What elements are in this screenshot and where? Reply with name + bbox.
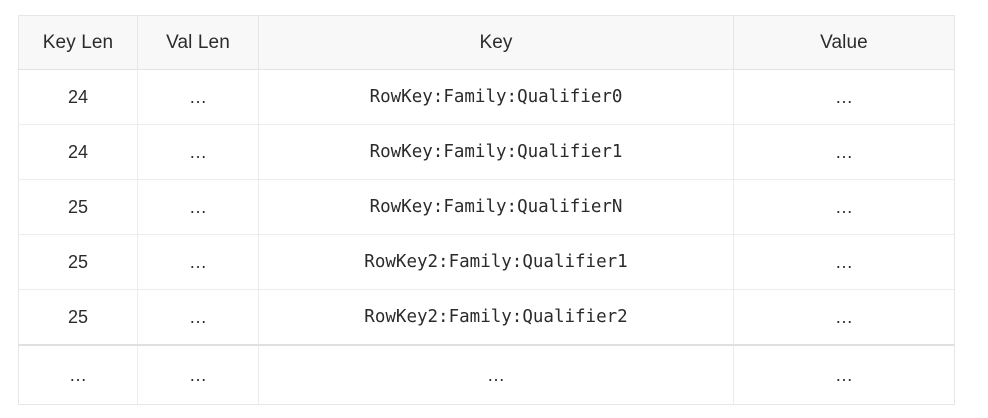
cell-key-len: … [18, 344, 138, 405]
table-row: 24 … RowKey:Family:Qualifier0 … [18, 69, 955, 125]
column-header-key: Key [258, 15, 734, 70]
cell-key-len: 25 [18, 234, 138, 290]
table-row-continuation: … … … … [18, 344, 955, 405]
cell-value: … [733, 69, 955, 125]
cell-key: RowKey2:Family:Qualifier2 [258, 289, 734, 346]
cell-val-len: … [137, 234, 259, 290]
cell-key-len: 25 [18, 289, 138, 346]
cell-key-len: 24 [18, 69, 138, 125]
cell-value: … [733, 179, 955, 235]
cell-val-len: … [137, 179, 259, 235]
column-header-val-len: Val Len [137, 15, 259, 70]
cell-key: … [258, 344, 734, 405]
cell-value: … [733, 234, 955, 290]
table-row: 25 … RowKey:Family:QualifierN … [18, 179, 955, 235]
cell-key: RowKey:Family:QualifierN [258, 179, 734, 235]
hfile-keyvalue-table: Key Len Val Len Key Value 24 … RowKey:Fa… [18, 15, 955, 405]
cell-key: RowKey2:Family:Qualifier1 [258, 234, 734, 290]
cell-val-len: … [137, 289, 259, 346]
column-header-value: Value [733, 15, 955, 70]
cell-key: RowKey:Family:Qualifier1 [258, 124, 734, 180]
column-header-key-len: Key Len [18, 15, 138, 70]
cell-key-len: 25 [18, 179, 138, 235]
table-body: 24 … RowKey:Family:Qualifier0 … 24 … Row… [18, 69, 955, 405]
table-row: 25 … RowKey2:Family:Qualifier1 … [18, 234, 955, 290]
cell-val-len: … [137, 124, 259, 180]
cell-key-len: 24 [18, 124, 138, 180]
table-header-row: Key Len Val Len Key Value [18, 15, 955, 70]
cell-value: … [733, 289, 955, 346]
table-row: 25 … RowKey2:Family:Qualifier2 … [18, 289, 955, 346]
table-row: 24 … RowKey:Family:Qualifier1 … [18, 124, 955, 180]
cell-value: … [733, 344, 955, 405]
cell-value: … [733, 124, 955, 180]
cell-key: RowKey:Family:Qualifier0 [258, 69, 734, 125]
cell-val-len: … [137, 69, 259, 125]
cell-val-len: … [137, 344, 259, 405]
table-header: Key Len Val Len Key Value [18, 15, 955, 70]
